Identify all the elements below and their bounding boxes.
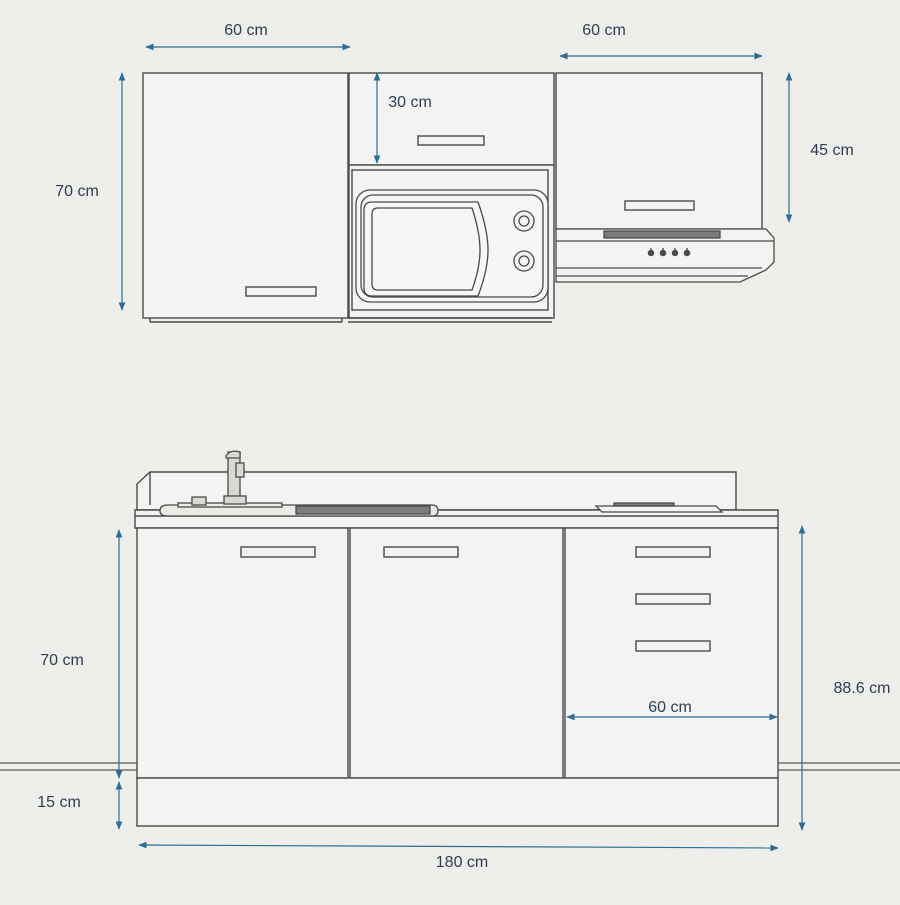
drawer-handle-1 (635, 546, 711, 558)
drawer-handle-2 (635, 593, 711, 605)
dimension-lines (115, 43, 806, 852)
label-top-left-height: 70 cm (55, 183, 99, 200)
label-total-width: 180 cm (436, 854, 488, 871)
label-top-left-width: 60 cm (224, 22, 268, 39)
plinth (136, 777, 779, 827)
upper-right-cabinet (555, 72, 763, 230)
floor-line (0, 762, 900, 771)
microwave-knob-bottom (513, 250, 535, 272)
upper-left-handle (245, 286, 317, 297)
microwave-knob-top (513, 210, 535, 232)
label-drawer-width: 60 cm (648, 699, 692, 716)
base-cabinets (136, 527, 779, 827)
base-middle-door (349, 527, 564, 779)
base-drawer-unit (564, 527, 779, 779)
drawer-handle-3 (635, 640, 711, 652)
range-hood (555, 228, 775, 283)
upper-left-cabinet (142, 72, 349, 319)
upper-middle-handle (417, 135, 485, 146)
cooktop (594, 502, 724, 513)
faucet (191, 450, 247, 506)
label-base-height: 70 cm (40, 652, 84, 669)
upper-right-handle (624, 200, 695, 211)
base-left-handle (240, 546, 316, 558)
label-top-right-height: 45 cm (810, 142, 854, 159)
label-top-right-width: 60 cm (582, 22, 626, 39)
base-left-door (136, 527, 349, 779)
upper-middle-cabinet (348, 72, 555, 166)
sink (159, 502, 439, 517)
dim-line-total-width (138, 841, 779, 852)
label-plinth-height: 15 cm (37, 794, 81, 811)
microwave (355, 189, 549, 303)
label-total-height: 88.6 cm (834, 680, 891, 697)
label-shelf-height: 30 cm (388, 94, 432, 111)
base-middle-handle (383, 546, 459, 558)
